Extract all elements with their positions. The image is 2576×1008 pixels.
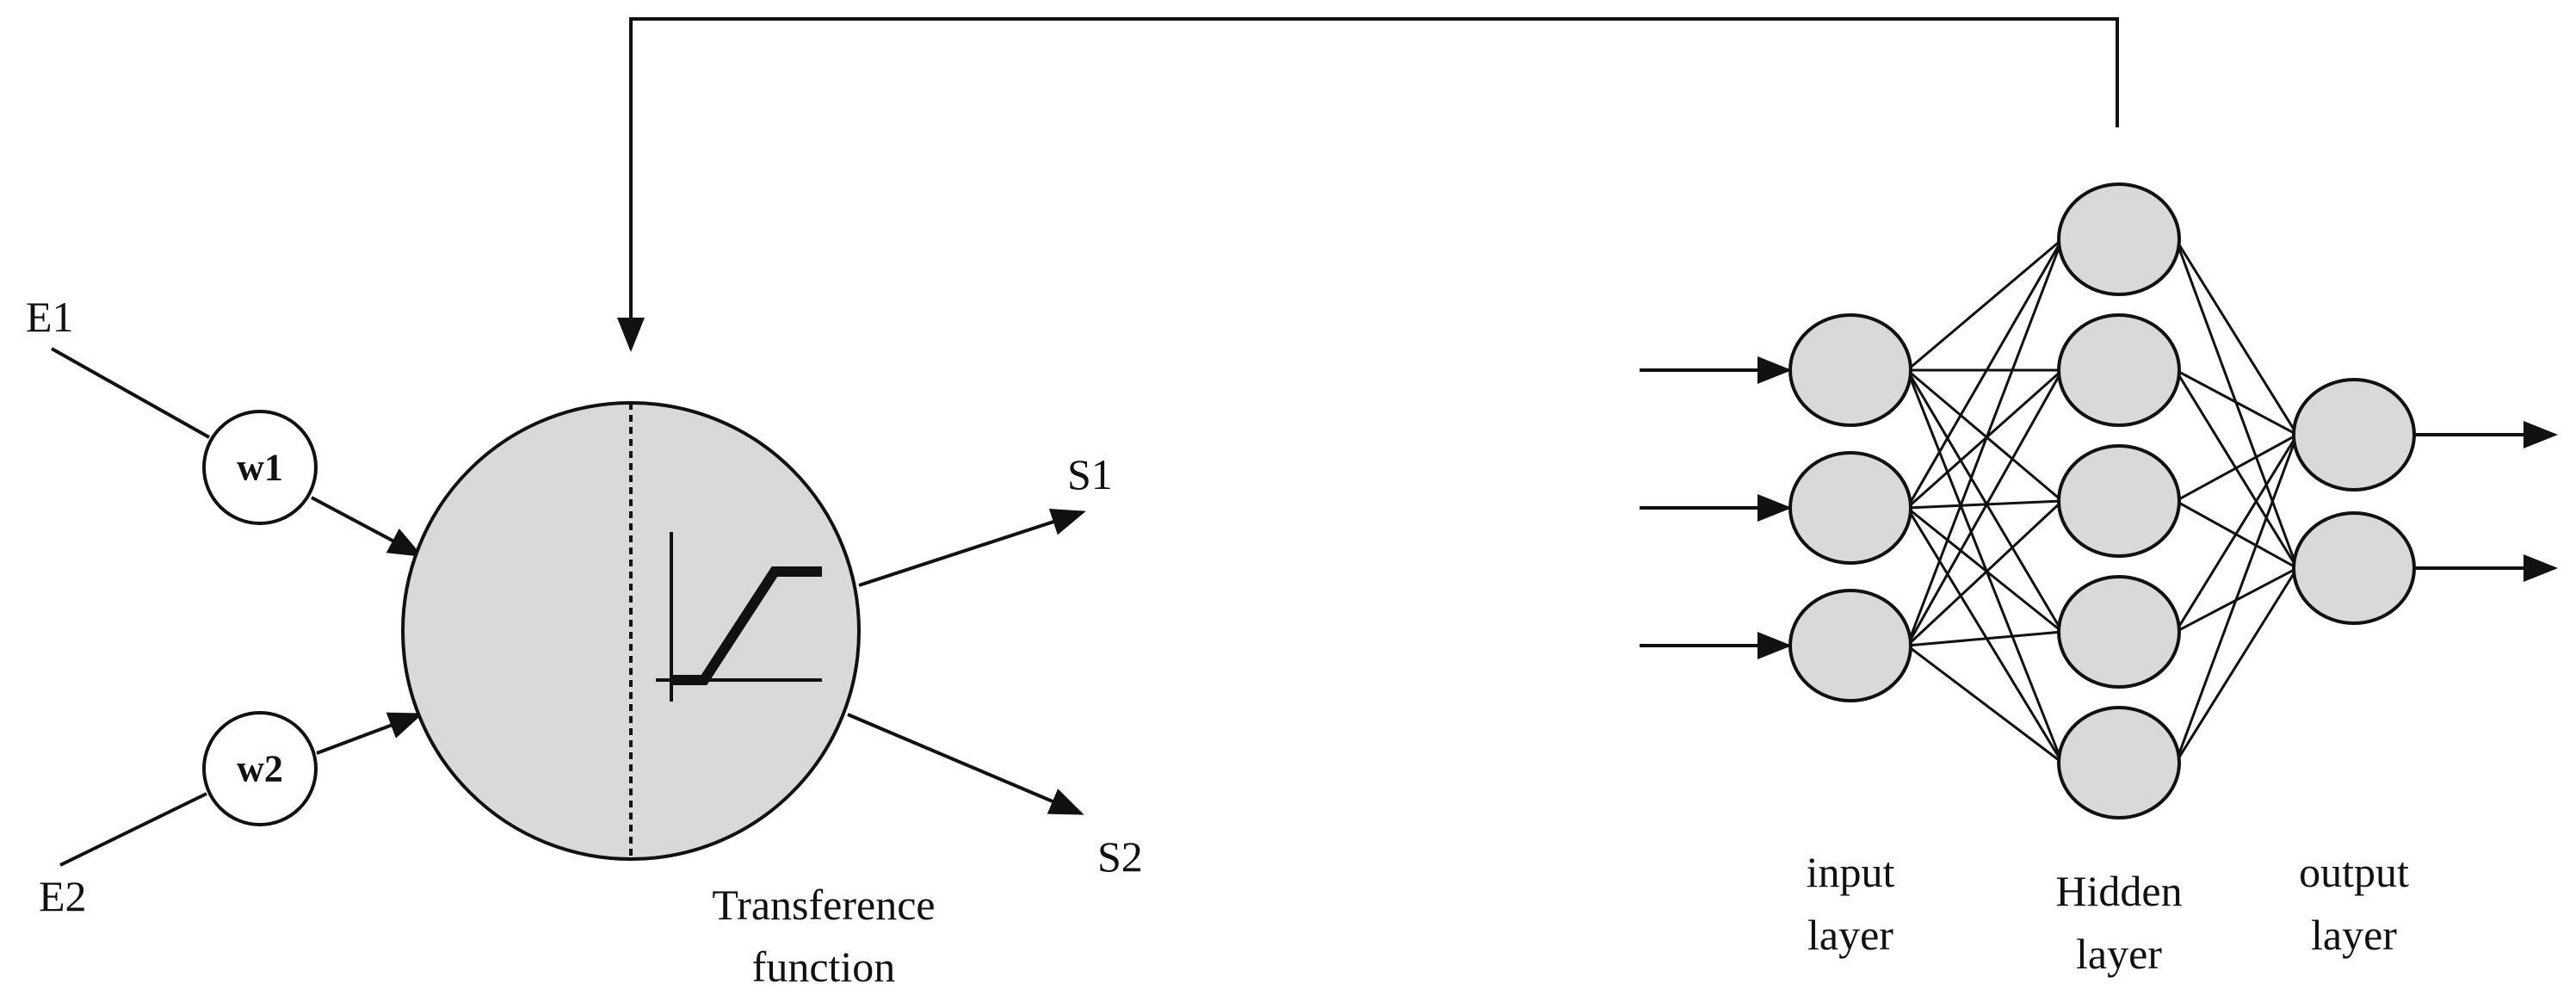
weight-label-w2: w2 <box>237 748 283 790</box>
hidden-node-4 <box>2057 575 2181 689</box>
network-model: input layer Hidden layer output layer <box>1640 182 2558 978</box>
hidden-node-3 <box>2057 444 2181 558</box>
hidden-layer-label-2: layer <box>2076 930 2162 978</box>
hidden-node-1 <box>2057 182 2181 296</box>
output-label-s1: S1 <box>1067 450 1113 498</box>
connection-input-2-hidden-4 <box>1906 506 2063 634</box>
connection-input-3-hidden-5 <box>1906 644 2063 764</box>
input-label-e2: E2 <box>39 872 87 920</box>
input-label-e1: E1 <box>26 293 74 341</box>
connection-input-1-hidden-3 <box>1906 368 2063 503</box>
input-node-3 <box>1788 589 1912 702</box>
connection-hidden-1-output-1 <box>2174 238 2299 436</box>
weight-arrow-w2 <box>316 712 423 755</box>
connection-input-1-hidden-4 <box>1906 369 2064 633</box>
hidden-layer-label-1: Hidden <box>2055 867 2182 915</box>
weight-node-w2 <box>202 711 318 826</box>
connection-input-1-hidden-1 <box>1906 238 2063 372</box>
input-layer-label-1: input <box>1807 848 1895 896</box>
caption-line-1: Transference <box>712 881 935 929</box>
output-label-s2: S2 <box>1097 832 1143 881</box>
network-nodes <box>1788 182 2416 819</box>
connection-hidden-5-output-2 <box>2174 567 2299 764</box>
connection-hidden-5-output-1 <box>2174 434 2299 764</box>
input-line-e2 <box>59 792 207 867</box>
connection-input-3-hidden-2 <box>1906 369 2064 646</box>
connection-input-1-hidden-5 <box>1906 369 2064 764</box>
input-node-2 <box>1788 451 1912 565</box>
connection-input-3-hidden-3 <box>1906 499 2064 647</box>
transfer-function-icon <box>656 532 822 702</box>
feedback-connector <box>617 17 2119 352</box>
connection-hidden-4-output-1 <box>2174 434 2299 633</box>
output-node-1 <box>2292 378 2416 492</box>
output-layer-label-2: layer <box>2311 911 2397 959</box>
caption-line-2: function <box>752 943 896 991</box>
connection-input-3-hidden-4 <box>1906 630 2063 647</box>
output-node-2 <box>2292 511 2416 625</box>
output-arrow-s1 <box>858 508 1086 587</box>
connection-input-3-hidden-1 <box>1906 238 2064 646</box>
hidden-node-2 <box>2057 313 2181 427</box>
connection-input-2-hidden-5 <box>1906 507 2064 764</box>
connection-hidden-3-output-1 <box>2175 433 2298 503</box>
output-arrow-s2 <box>847 713 1084 815</box>
weight-arrow-w1 <box>311 496 423 557</box>
weight-node-w1 <box>202 410 318 525</box>
network-io-arrows <box>1640 356 2558 659</box>
neuron-model: w1 w2 E1 E2 S1 S2 Transference function <box>26 293 1143 991</box>
output-layer-label-1: output <box>2299 848 2409 896</box>
hidden-node-5 <box>2057 706 2181 819</box>
input-line-e1 <box>51 347 210 439</box>
input-node-1 <box>1788 313 1912 427</box>
connection-hidden-2-output-1 <box>2175 368 2298 436</box>
connection-input-2-hidden-1 <box>1906 238 2064 509</box>
input-layer-label-2: layer <box>1807 911 1893 959</box>
connection-input-2-hidden-3 <box>1906 499 2063 510</box>
weight-label-w1: w1 <box>237 447 283 489</box>
network-connections <box>1906 238 2299 764</box>
